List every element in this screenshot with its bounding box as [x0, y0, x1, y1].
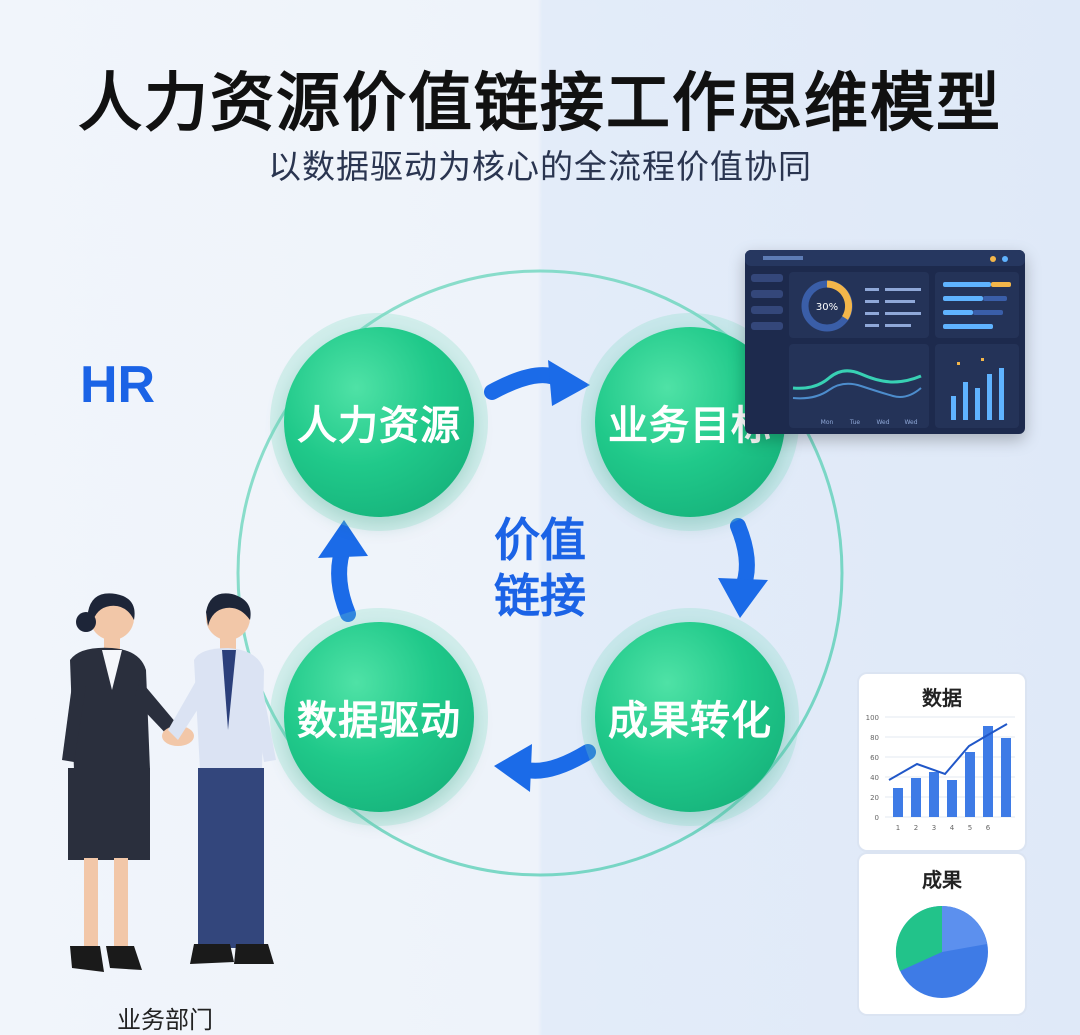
y-tick: 0: [875, 814, 879, 822]
page-subtitle: 以数据驱动为核心的全流程价值协同: [268, 147, 812, 186]
x-tick: 2: [914, 824, 918, 832]
businessman-figure: [168, 593, 276, 964]
outer-ring: [236, 269, 844, 877]
dashboard-graphics: 30% Mon Tue Wed Wed: [745, 250, 1025, 428]
center-label-line1: 价值: [494, 513, 586, 567]
arrow-down-icon: [718, 518, 768, 618]
center-label-line2: 链接: [494, 569, 586, 623]
result-card-title: 成果: [922, 868, 962, 892]
y-tick: 100: [866, 714, 879, 722]
x-tick: 1: [896, 824, 900, 832]
hr-label: HR: [80, 356, 156, 414]
data-bar-line-chart: 100 80 60 40 20 0 1 2 3 4 5 6: [866, 714, 1015, 832]
page-title: 人力资源价值链接工作思维模型: [78, 67, 1002, 141]
dash-x-tick: Wed: [876, 419, 889, 426]
arrow-left-icon: [494, 744, 596, 792]
y-tick: 60: [870, 754, 879, 762]
y-tick: 80: [870, 734, 879, 742]
x-tick: 3: [932, 824, 936, 832]
pie-slice-green: [895, 905, 942, 971]
arrow-up-icon: [318, 520, 368, 622]
result-pie-card: 成果: [857, 852, 1027, 1016]
node-hr-resources: 人力资源: [284, 327, 474, 517]
businesswoman-figure: [62, 593, 182, 972]
x-tick: 6: [986, 824, 991, 832]
x-tick: 5: [968, 824, 972, 832]
node-label: 数据驱动: [297, 698, 461, 744]
node-label: 成果转化: [608, 698, 772, 744]
dash-x-tick: Mon: [821, 419, 834, 426]
donut-percent-label: 30%: [816, 302, 838, 313]
dash-x-tick: Tue: [849, 419, 861, 426]
node-label: 人力资源: [297, 403, 461, 449]
node-data-driven: 数据驱动: [284, 622, 474, 812]
pie-slice-lightblue: [942, 906, 987, 952]
dash-x-tick: Wed: [904, 419, 917, 426]
y-tick: 40: [870, 774, 879, 782]
node-result-conversion: 成果转化: [595, 622, 785, 812]
dashboard-panel: 30% Mon Tue Wed Wed: [745, 250, 1025, 434]
handshake-illustration: [62, 593, 276, 972]
center-label: 价值 链接: [470, 512, 610, 624]
x-tick: 4: [950, 824, 955, 832]
data-chart-card: 数据 100 80 60 40 20 0 1 2 3: [857, 672, 1027, 852]
y-tick: 20: [870, 794, 879, 802]
business-dept-label: 业务部门: [117, 1006, 213, 1034]
node-label: 业务目标: [608, 403, 772, 449]
result-pie-chart: [895, 905, 988, 998]
data-card-title: 数据: [922, 686, 962, 710]
arrow-right-icon: [484, 360, 590, 406]
